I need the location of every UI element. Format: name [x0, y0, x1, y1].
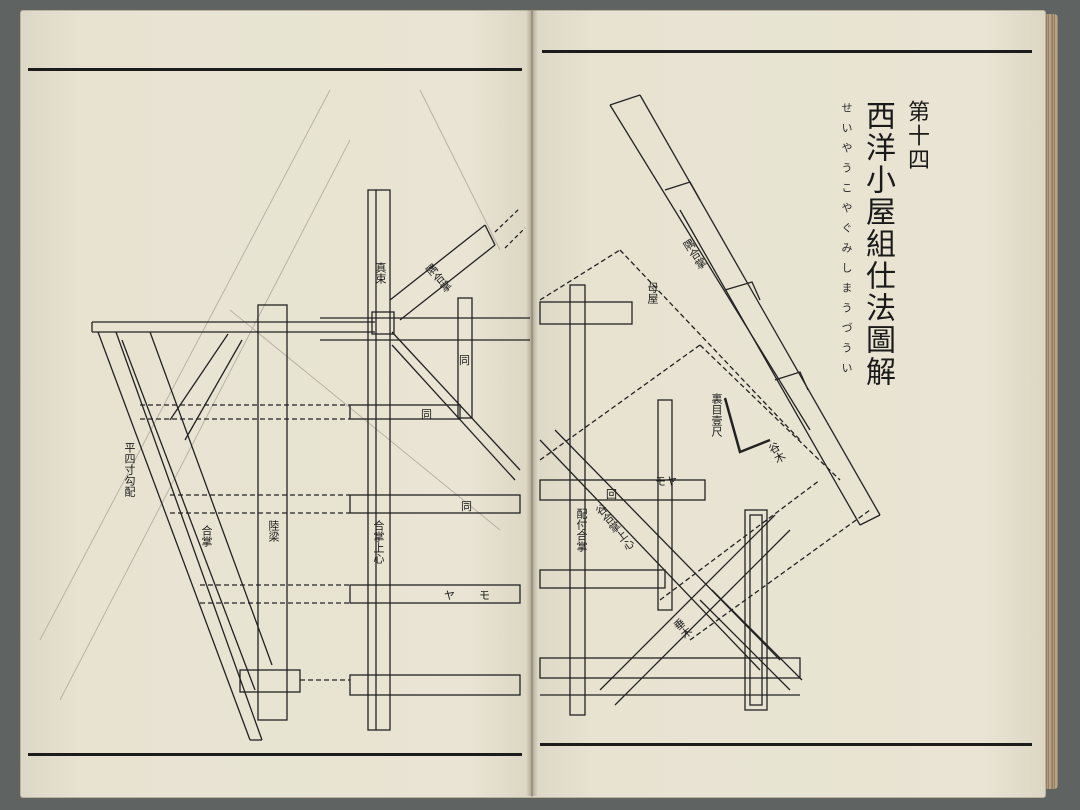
label-left-principal: 合掌 — [200, 525, 213, 547]
top-rule-right — [542, 50, 1032, 53]
label-right-purlin: 母屋 — [646, 282, 659, 304]
bottom-rule-left — [28, 753, 522, 756]
label-yamo: ヤモ — [444, 589, 514, 602]
label-right-moya: モヤ — [655, 475, 677, 488]
label-king-post: 合掌上心 — [372, 520, 385, 564]
label-dou-3: 同 — [461, 500, 472, 513]
title-reading: せいやうこやぐみしまうづうい — [840, 102, 853, 382]
label-king-post-top: 真束 — [374, 262, 387, 284]
book-gutter — [526, 10, 538, 796]
label-dou-2: 同 — [421, 408, 432, 421]
label-dou-1: 同 — [459, 354, 470, 367]
label-left-tiebeam: 陸梁 — [267, 520, 280, 542]
label-right-kai: 回 — [606, 488, 617, 501]
title-number: 第十四 — [904, 100, 929, 172]
bottom-rule-right — [540, 743, 1032, 746]
label-right-haitsuke: 配付合掌 — [575, 508, 588, 552]
label-ura-mejaku: 裏目壹尺 — [710, 393, 723, 437]
left-page — [20, 10, 532, 798]
top-rule-left — [28, 68, 522, 71]
title-block: 第十四 西洋小屋組仕法圖解 せいやうこやぐみしまうづうい — [840, 100, 932, 388]
title-main: 西洋小屋組仕法圖解 — [860, 100, 895, 388]
label-left-rafter: 平四寸勾配 — [123, 442, 136, 497]
